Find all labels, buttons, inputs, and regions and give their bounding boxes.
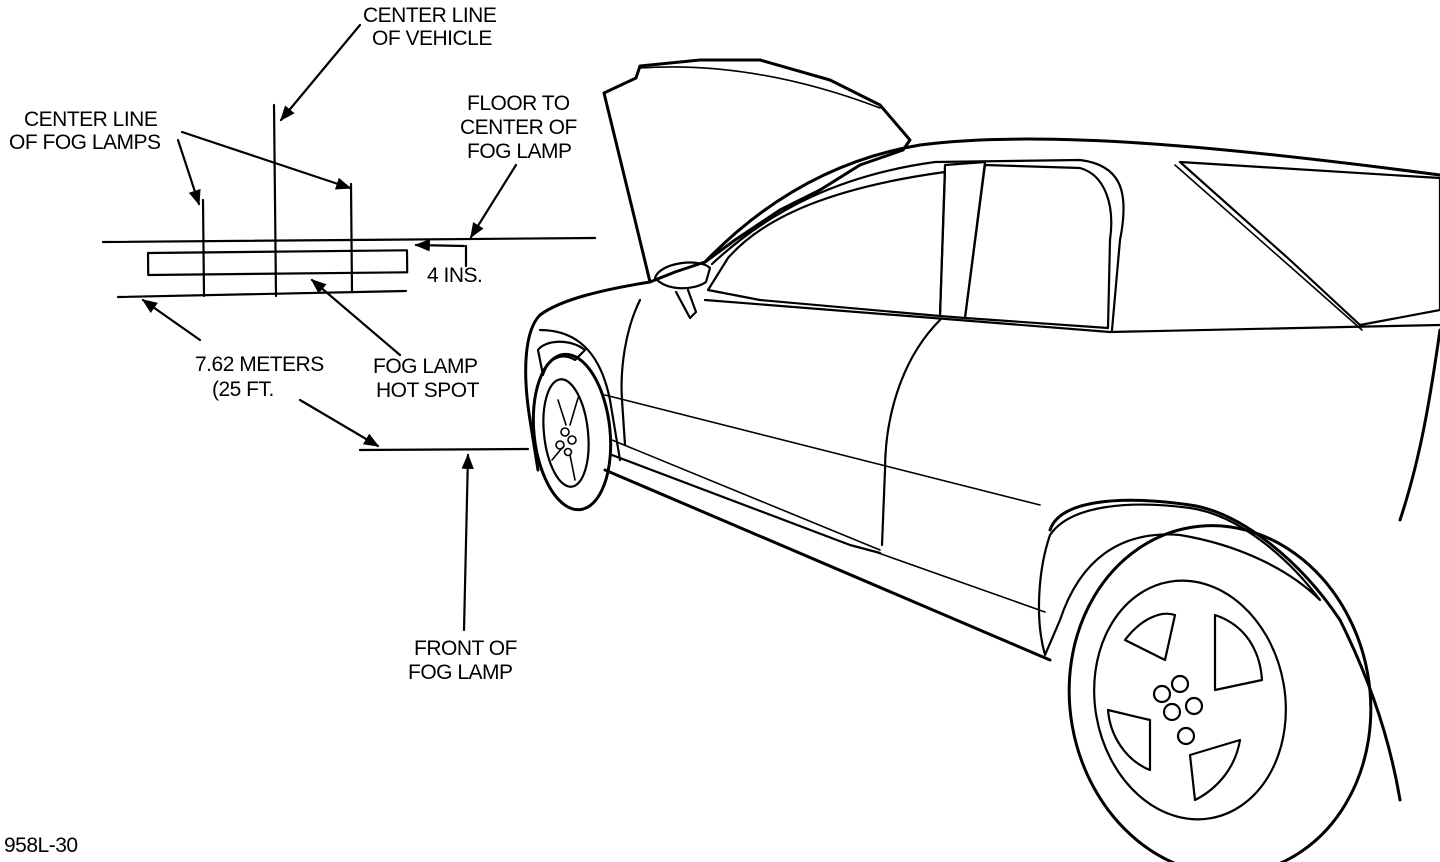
front-window — [706, 170, 947, 318]
side-mirror — [653, 261, 712, 290]
label-floor-to-center-line2: CENTER OF — [460, 116, 577, 139]
fog-lamp-centerline-left — [201, 198, 206, 298]
arrow-distance-up — [141, 298, 202, 342]
arrow-floor-to-center — [469, 163, 518, 239]
rear-quarter-glass — [1178, 160, 1440, 327]
label-distance-line1: 7.62 METERS — [195, 353, 324, 376]
label-distance-line2: (25 FT. — [212, 378, 274, 401]
label-center-line-vehicle: CENTER LINE OF VEHICLE — [363, 4, 497, 50]
door-rear-edge — [880, 318, 942, 547]
label-floor-to-center-line3: FOG LAMP — [467, 140, 572, 163]
lower-reference-line — [116, 289, 408, 299]
label-center-line-vehicle-line2: OF VEHICLE — [372, 27, 492, 50]
arrow-four-ins — [414, 239, 466, 252]
label-center-line-vehicle-line1: CENTER LINE — [363, 4, 497, 27]
front-body-outline — [524, 280, 652, 472]
floor-line — [358, 447, 530, 452]
label-hot-spot-line2: HOT SPOT — [376, 379, 480, 402]
arrow-distance-down — [298, 398, 380, 448]
door-front-edge — [620, 298, 642, 447]
label-hot-spot-line1: FOG LAMP — [373, 355, 478, 378]
label-front-of-fog-lamp-line2: FOG LAMP — [408, 661, 513, 684]
label-front-of-fog-lamp: FRONT OF FOG LAMP — [408, 637, 517, 684]
arrow-fog-lamps-left — [176, 138, 201, 206]
arrow-fog-lamps-right — [180, 130, 352, 190]
aiming-screen — [101, 103, 597, 452]
rear-wheel-arch — [1037, 503, 1322, 657]
roof-line — [703, 137, 1440, 264]
fog-lamp-centerline-right — [349, 182, 354, 294]
label-hot-spot: FOG LAMP HOT SPOT — [373, 355, 480, 402]
arrow-front-of-lamp — [461, 453, 474, 632]
label-four-ins: 4 INS. — [427, 264, 482, 287]
label-center-line-fog-lamps-line1: CENTER LINE — [24, 108, 158, 131]
arrow-center-line-vehicle — [279, 23, 362, 122]
rear-side-window — [963, 163, 1113, 330]
label-floor-to-center: FLOOR TO CENTER OF FOG LAMP — [460, 92, 577, 163]
label-center-line-fog-lamps-line2: OF FOG LAMPS — [9, 131, 161, 154]
label-distance: 7.62 METERS (25 FT. — [195, 353, 325, 401]
vehicle-centerline — [272, 103, 278, 298]
figure-id: 958L-30 — [4, 834, 78, 857]
rear-body-outline — [1048, 498, 1402, 802]
hot-spot-rectangle — [146, 249, 409, 277]
rear-wheel — [1067, 524, 1373, 862]
car-illustration — [524, 58, 1440, 862]
label-floor-to-center-line1: FLOOR TO — [467, 92, 570, 115]
callout-arrows — [141, 23, 518, 632]
front-wheel — [531, 352, 613, 512]
upper-reference-line — [101, 236, 597, 244]
label-center-line-fog-lamps: CENTER LINE OF FOG LAMPS — [9, 108, 162, 154]
label-front-of-fog-lamp-line1: FRONT OF — [414, 637, 517, 660]
rocker-panel — [603, 468, 1052, 662]
open-hood — [602, 58, 912, 284]
arrow-hot-spot — [310, 278, 402, 357]
b-pillar — [938, 160, 987, 320]
